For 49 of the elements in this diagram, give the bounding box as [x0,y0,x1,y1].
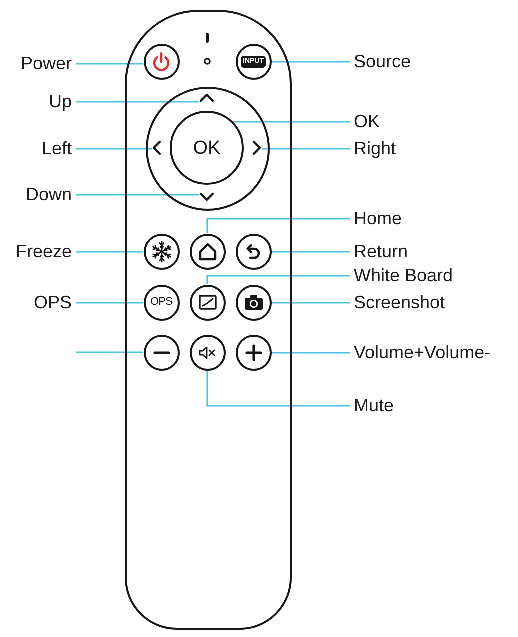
volume-down-button [144,334,180,370]
callout-label: Volume+Volume- [354,342,491,364]
callout-label: Mute [354,396,394,416]
leader-line [76,302,144,304]
volume-up-button [236,334,272,370]
d-pad-ring [146,86,270,210]
screenshot-button [236,284,272,320]
callout-label: White Board [354,266,454,286]
callout-label: Down [26,184,72,206]
callout-label: Freeze [16,242,72,262]
leader-line [262,148,350,150]
chevron-up-icon [199,93,215,103]
ops-button: OPS [144,284,180,320]
leader-line [76,352,144,354]
leader-line [76,148,152,150]
callout-label: Screenshot [354,292,446,314]
whiteboard-button [190,284,226,320]
chevron-left-icon [152,140,162,156]
leader-line [76,251,144,253]
callout-label: Power [20,54,72,74]
chevron-right-icon [252,140,262,156]
callout-label: Home [354,208,402,230]
callout-label: Source [354,52,412,72]
leader-line [272,352,350,354]
leader-line [233,121,350,123]
leader-line [206,275,350,284]
leader-line [76,101,199,103]
leader-line [76,63,144,65]
leader-line [272,302,350,304]
chevron-down-icon [199,192,215,202]
callout-label: Return [354,242,408,262]
leader-line [206,218,350,234]
mute-button [190,334,226,370]
callout-label: OK [354,112,380,132]
leader-line [206,370,350,407]
home-button [190,234,226,270]
callout-label: OPS [34,292,72,314]
ok-button: OK [170,111,244,185]
remote-body [125,10,292,630]
leader-line [272,251,350,253]
power-button [144,44,180,80]
return-button [236,234,272,270]
freeze-button [144,234,180,270]
callout-label: Up [48,92,72,112]
source-button [236,44,272,80]
callout-label: Left [42,138,72,160]
leader-line [76,194,199,196]
callout-label: Right [354,138,396,160]
leader-line [272,61,350,63]
